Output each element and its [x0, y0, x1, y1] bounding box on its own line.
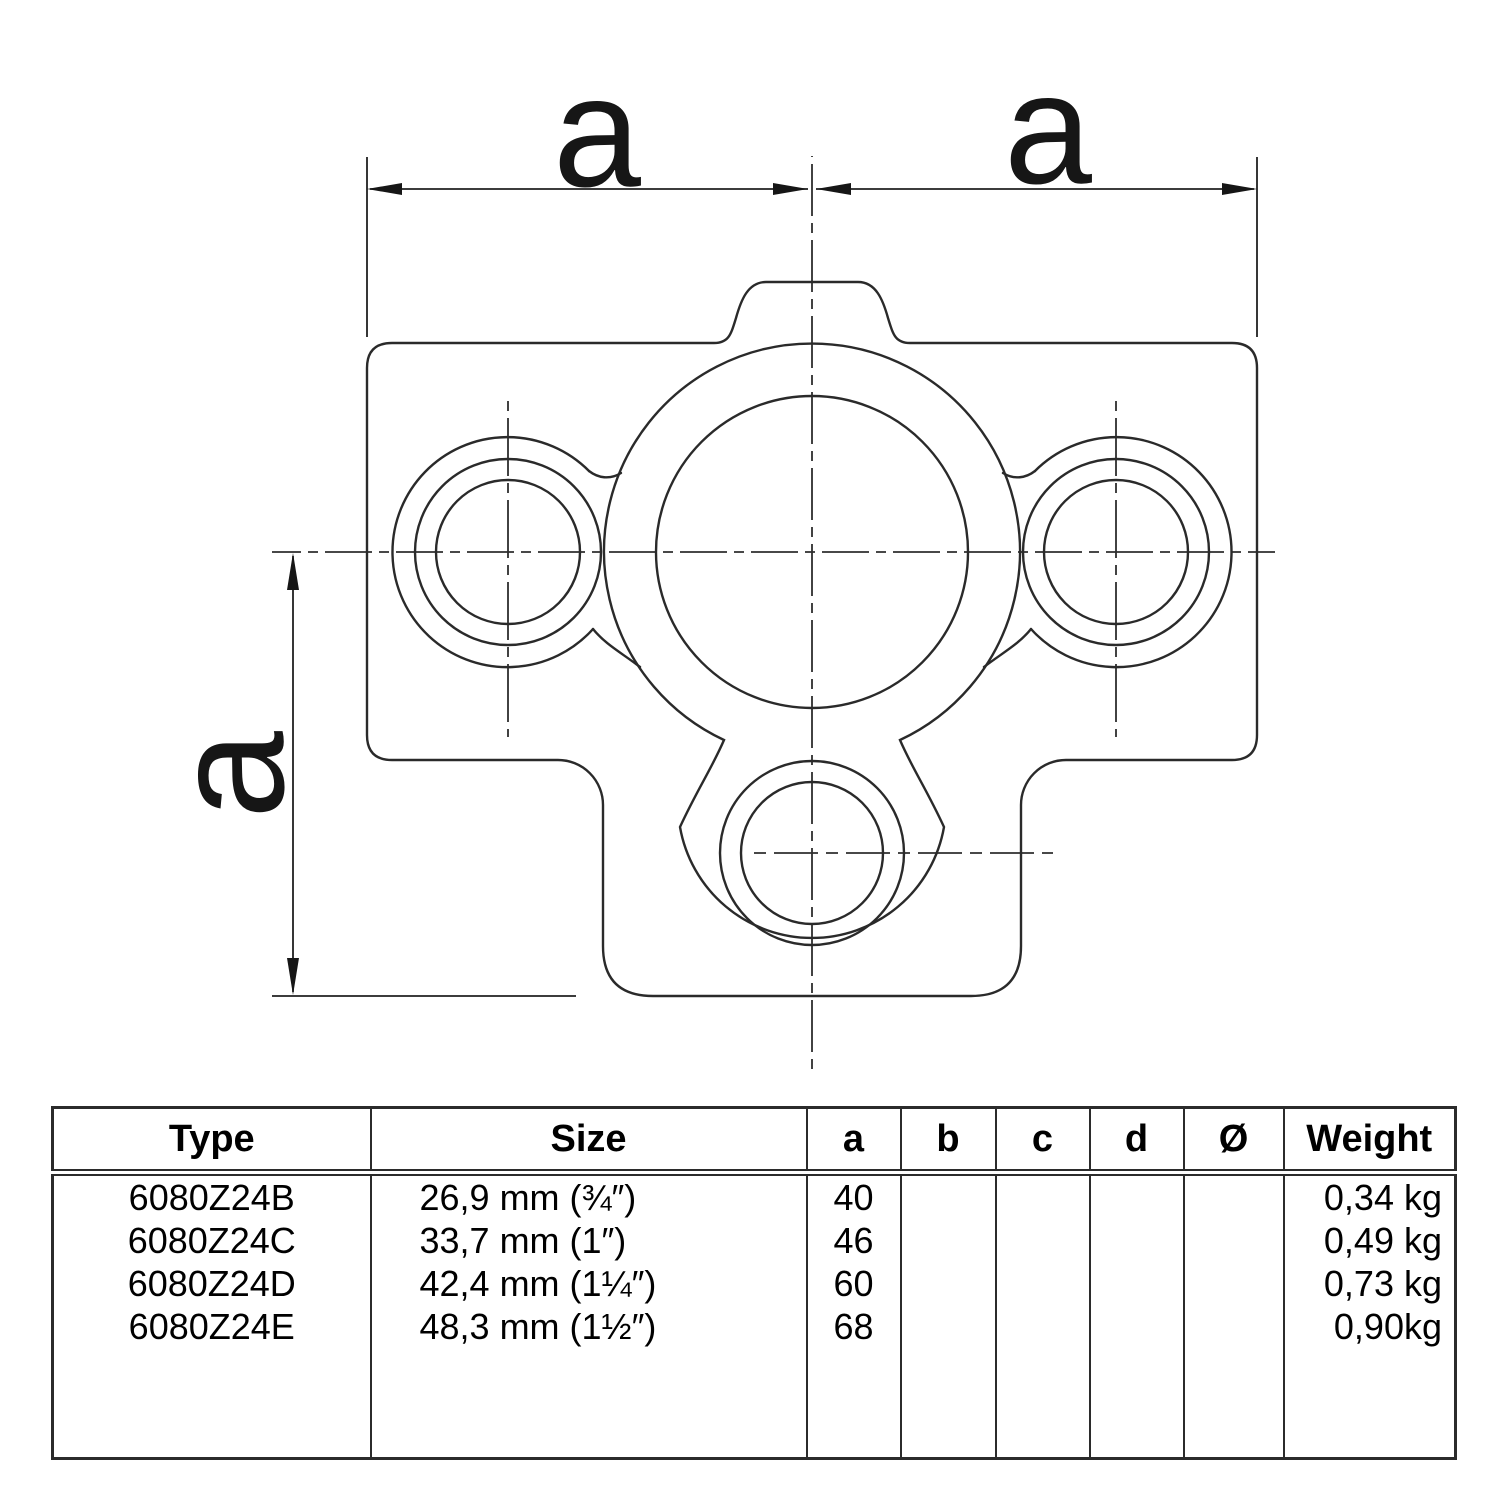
table-row: 6080Z24C 33,7 mm (1″) 46 0,49 kg: [51, 1219, 1457, 1262]
arrowhead-center-right: [816, 183, 851, 195]
fillet-lower-left: [591, 627, 642, 669]
arrowhead-up: [287, 553, 299, 590]
cell-type: 6080Z24C: [51, 1219, 372, 1262]
fillet-upper-right: [1001, 469, 1037, 479]
left-boss-arc: [391, 435, 595, 669]
header-diameter: Ø: [1182, 1107, 1285, 1176]
spec-table: Type Size a b c d Ø Weight 6080Z24B 26,9…: [51, 1106, 1457, 1460]
cell-c: [994, 1305, 1091, 1348]
cell-size: 42,4 mm (1¼″): [369, 1262, 808, 1305]
cell-diameter: [1182, 1305, 1285, 1348]
technical-drawing: a a a: [141, 41, 1275, 1073]
table-row: 6080Z24D 42,4 mm (1¼″) 60 0,73 kg: [51, 1262, 1457, 1305]
bottom-hole-outer-circle: [718, 759, 906, 947]
cell-d: [1088, 1305, 1185, 1348]
right-hole-outer-circle: [1021, 457, 1211, 647]
cell-size: 26,9 mm (¾″): [369, 1172, 808, 1219]
centerlines: [272, 156, 1275, 1073]
cell-b: [899, 1305, 997, 1348]
header-size: Size: [369, 1107, 808, 1176]
cell-type: 6080Z24E: [51, 1305, 372, 1348]
left-hole-inner-circle: [434, 478, 582, 626]
header-type: Type: [51, 1107, 372, 1176]
dim-label-left: a: [141, 731, 317, 819]
cell-c: [994, 1262, 1091, 1305]
cell-diameter: [1182, 1219, 1285, 1262]
cell-c: [994, 1172, 1091, 1219]
header-a: a: [805, 1107, 902, 1176]
cell-b: [899, 1219, 997, 1262]
cell-a: 46: [805, 1219, 902, 1262]
dim-label-top-left: a: [553, 44, 641, 220]
cell-b: [899, 1262, 997, 1305]
cell-d: [1088, 1172, 1185, 1219]
header-d: d: [1088, 1107, 1185, 1176]
right-hole-inner-circle: [1042, 478, 1190, 626]
cell-a: 40: [805, 1172, 902, 1219]
table-header-row: Type Size a b c d Ø Weight: [51, 1107, 1457, 1176]
cell-type: 6080Z24D: [51, 1262, 372, 1305]
part-outline: [365, 280, 1259, 998]
table-filler-row: [51, 1348, 1457, 1459]
arrowhead-down: [287, 958, 299, 995]
cell-weight: 0,49 kg: [1282, 1219, 1457, 1262]
cell-a: 68: [805, 1305, 902, 1348]
cell-diameter: [1182, 1172, 1285, 1219]
arrowhead-center-left: [773, 183, 808, 195]
table-row: 6080Z24B 26,9 mm (¾″) 40 0,34 kg: [51, 1172, 1457, 1219]
header-c: c: [994, 1107, 1091, 1176]
cell-size: 48,3 mm (1½″): [369, 1305, 808, 1348]
cell-weight: 0,34 kg: [1282, 1172, 1457, 1219]
cell-diameter: [1182, 1262, 1285, 1305]
dim-label-top-right: a: [1004, 41, 1092, 217]
header-b: b: [899, 1107, 997, 1176]
dimensions: [272, 157, 1258, 997]
left-hole-outer-circle: [413, 457, 603, 647]
cell-a: 60: [805, 1262, 902, 1305]
bottom-hole-inner-circle: [739, 780, 885, 926]
cell-weight: 0,90kg: [1282, 1305, 1457, 1348]
fillet-lower-right: [982, 627, 1033, 669]
cell-c: [994, 1219, 1091, 1262]
plate-outline: [365, 280, 1259, 998]
cell-d: [1088, 1262, 1185, 1305]
cell-b: [899, 1172, 997, 1219]
dimension-arrowheads: [287, 183, 1257, 995]
cell-weight: 0,73 kg: [1282, 1262, 1457, 1305]
header-weight: Weight: [1282, 1107, 1457, 1176]
right-boss-arc: [1029, 435, 1233, 669]
cell-size: 33,7 mm (1″): [369, 1219, 808, 1262]
cell-d: [1088, 1219, 1185, 1262]
table-row: 6080Z24E 48,3 mm (1½″) 68 0,90kg: [51, 1305, 1457, 1348]
arrowhead-left: [367, 183, 402, 195]
fillet-upper-left: [587, 469, 623, 479]
center-bore-circle: [654, 394, 970, 710]
arrowhead-right: [1222, 183, 1257, 195]
cell-type: 6080Z24B: [51, 1172, 372, 1219]
